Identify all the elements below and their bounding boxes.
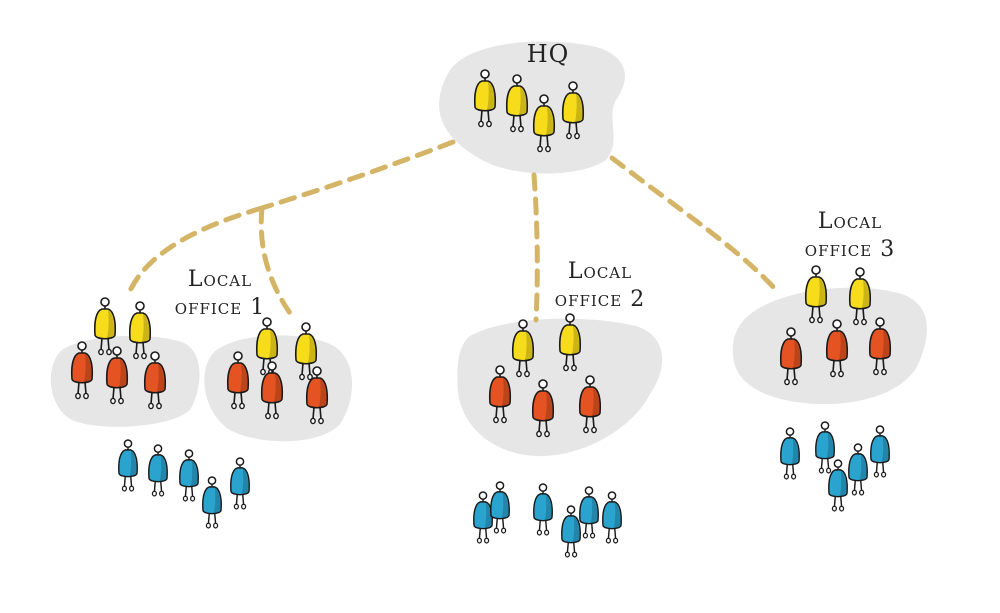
- staff-figure: [561, 505, 581, 558]
- staff-figure: [870, 425, 890, 478]
- staff-figure: [780, 427, 800, 480]
- staff-figure: [848, 443, 868, 496]
- employee-figure: [578, 375, 602, 434]
- manager-figure: [473, 69, 497, 128]
- manager-figure: [294, 322, 318, 381]
- staff-figure: [828, 459, 848, 512]
- hq-label: HQ: [526, 40, 570, 68]
- staff-figure: [579, 486, 599, 539]
- office-1-label: Local office 1: [160, 266, 280, 322]
- staff-figure: [148, 444, 168, 497]
- connector-hq-to-office-3: [609, 155, 779, 293]
- office-1-label-line2: office 1: [174, 295, 266, 320]
- employee-figure: [825, 319, 849, 378]
- office-2-blob: [457, 318, 663, 457]
- staff-figure: [473, 491, 493, 544]
- employee-figure: [226, 351, 250, 410]
- employee-figure: [260, 361, 284, 420]
- manager-figure: [561, 81, 585, 140]
- staff-figure: [815, 421, 835, 474]
- employee-figure: [779, 327, 803, 386]
- connector-branch-to-office-1-left: [124, 205, 265, 301]
- manager-figure: [804, 265, 828, 324]
- staff-figure: [533, 483, 553, 536]
- manager-figure: [848, 267, 872, 326]
- manager-figure: [558, 313, 582, 372]
- connector-hq-to-office-1: [259, 139, 456, 211]
- employee-figure: [143, 351, 167, 410]
- manager-figure: [511, 319, 535, 378]
- office-1-label-line1: Local: [187, 267, 253, 292]
- staff-figure: [179, 449, 199, 502]
- office-2-label-line1: Local: [567, 259, 633, 284]
- office-3-label-line1: Local: [817, 209, 883, 234]
- employee-figure: [531, 379, 555, 438]
- employee-figure: [305, 366, 329, 425]
- employee-figure: [70, 341, 94, 400]
- staff-figure: [118, 439, 138, 492]
- staff-figure: [602, 491, 622, 544]
- office-2-label: Local office 2: [540, 258, 660, 314]
- employee-figure: [868, 317, 892, 376]
- staff-figure: [202, 476, 222, 529]
- connector-branch-to-office-1-right: [258, 205, 295, 319]
- employee-figure: [105, 346, 129, 405]
- office-3-label: Local office 3: [790, 208, 910, 264]
- manager-figure: [93, 297, 117, 356]
- manager-figure: [128, 301, 152, 360]
- staff-figure: [230, 457, 250, 510]
- employee-figure: [488, 365, 512, 424]
- connector-hq-to-office-2: [531, 172, 540, 323]
- manager-figure: [532, 94, 556, 153]
- office-3-label-line2: office 3: [804, 237, 896, 262]
- manager-figure: [505, 74, 529, 133]
- office-2-label-line2: office 2: [554, 287, 646, 312]
- staff-figure: [490, 481, 510, 534]
